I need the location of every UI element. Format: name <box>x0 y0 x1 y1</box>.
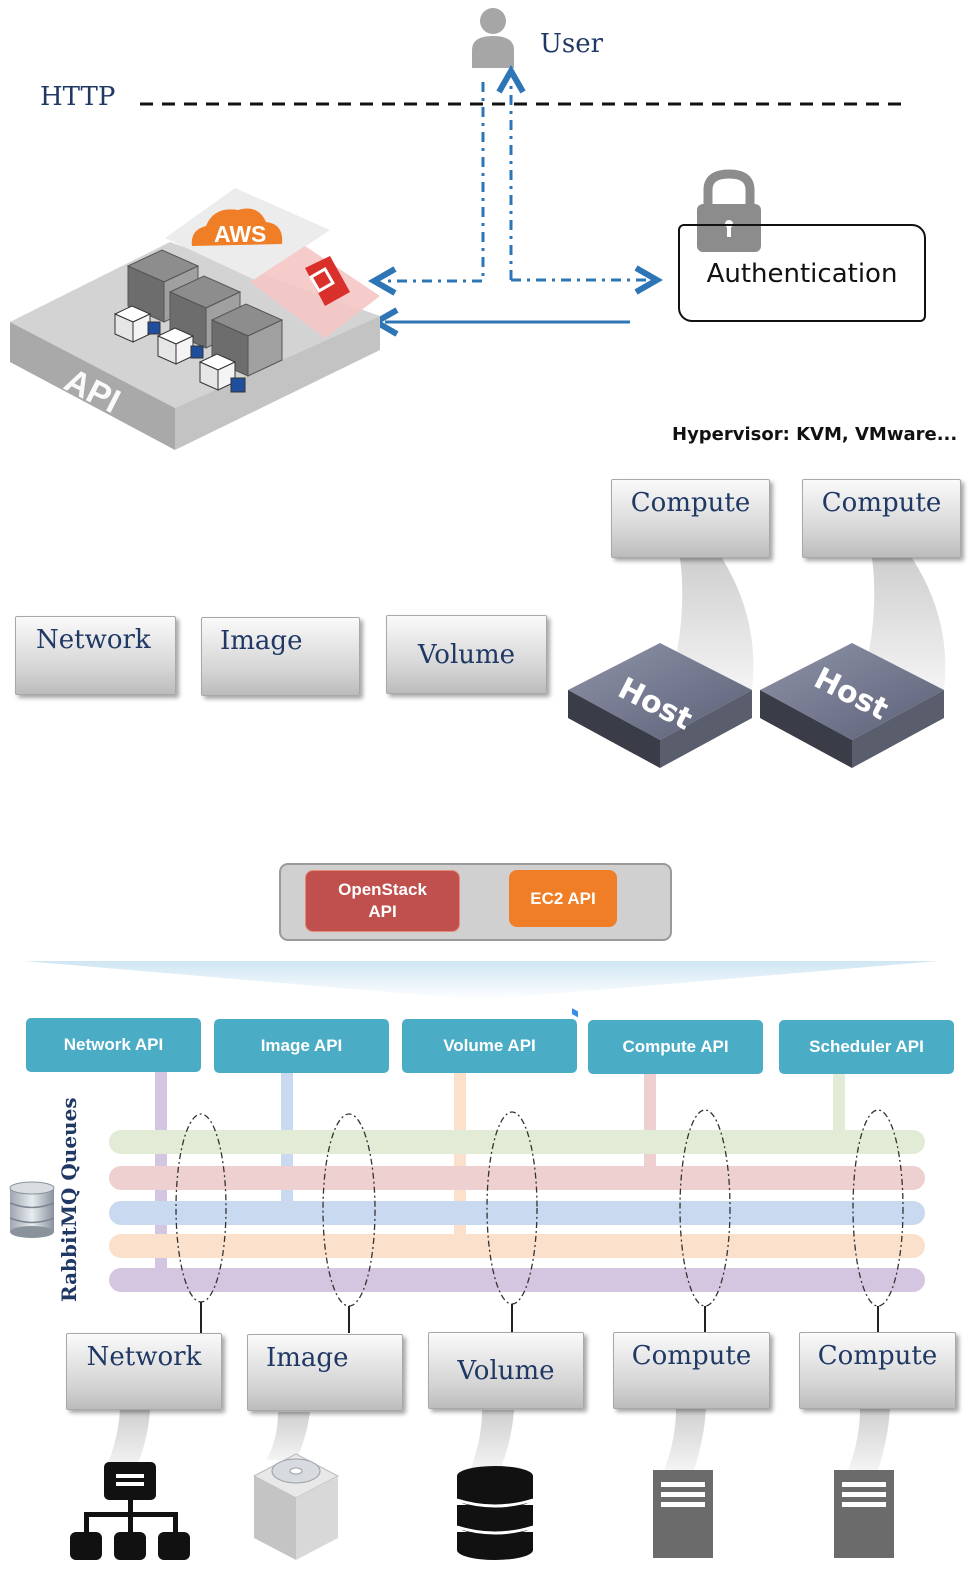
volume-service-box: Volume <box>428 1332 584 1409</box>
user-label: User <box>540 29 604 59</box>
host-server-2 <box>760 643 944 768</box>
api-platform-illustration <box>10 188 380 450</box>
compute-api-button: Compute API <box>588 1020 763 1074</box>
server-tower-icon-1 <box>653 1470 713 1558</box>
hypervisor-label: Hypervisor: KVM, VMware... <box>672 424 958 445</box>
user-icon <box>472 8 514 68</box>
compute-box-label: Compute <box>821 488 942 518</box>
compute-box-1: Compute <box>611 479 770 558</box>
service-icon-stems <box>106 1408 890 1470</box>
lock-icon <box>697 169 761 252</box>
http-label: HTTP <box>40 82 116 112</box>
network-service-box: Network <box>66 1333 222 1410</box>
image-box: Image <box>201 617 360 696</box>
request-flow-arrows <box>383 80 648 281</box>
compute-box-label: Compute <box>630 488 751 518</box>
rabbitmq-queues-label: RabbitMQ Queues <box>57 1097 81 1302</box>
image-service-box: Image <box>247 1334 403 1411</box>
authentication-label: Authentication <box>706 259 898 289</box>
network-topology-icon <box>70 1462 190 1560</box>
network-service-label: Network <box>86 1342 202 1372</box>
openstack-api-label: OpenStack API <box>338 880 427 921</box>
volume-box: Volume <box>386 615 547 694</box>
image-service-label: Image <box>266 1343 349 1373</box>
authentication-box: Authentication <box>678 224 926 322</box>
database-icon <box>456 1466 534 1560</box>
compute-host-connectors <box>668 558 946 690</box>
volume-service-label: Volume <box>457 1355 555 1386</box>
compute-service-box-1: Compute <box>613 1332 770 1409</box>
openstack-api-button: OpenStack API <box>305 870 460 932</box>
rabbitmq-queue-bars <box>109 1130 925 1292</box>
network-api-label: Network API <box>63 1035 164 1054</box>
compute-service-box-2: Compute <box>799 1332 956 1409</box>
image-box-label: Image <box>220 626 303 656</box>
scheduler-api-label: Scheduler API <box>809 1037 924 1056</box>
volume-api-button: Volume API <box>402 1019 577 1073</box>
database-stack-icon <box>9 1181 55 1238</box>
disc-image-icon <box>252 1453 340 1560</box>
volume-api-label: Volume API <box>443 1036 536 1055</box>
compute-api-label: Compute API <box>622 1037 729 1056</box>
image-api-label: Image API <box>260 1036 343 1055</box>
api-fan-out-band <box>24 961 938 1000</box>
compute-service-label: Compute <box>817 1341 938 1371</box>
compute-box-2: Compute <box>802 479 961 558</box>
ec2-api-label: EC2 API <box>530 888 596 908</box>
network-box-label: Network <box>36 625 151 655</box>
aws-label: AWS <box>214 221 266 247</box>
network-api-button: Network API <box>26 1018 201 1072</box>
network-box: Network <box>15 616 176 695</box>
host-server-1 <box>568 643 752 1018</box>
volume-box-label: Volume <box>417 639 516 670</box>
ec2-api-button: EC2 API <box>509 870 617 927</box>
image-api-button: Image API <box>214 1019 389 1073</box>
queue-consumer-connectors <box>200 1302 879 1333</box>
server-tower-icon-2 <box>834 1470 894 1558</box>
scheduler-api-button: Scheduler API <box>779 1020 954 1074</box>
compute-service-label: Compute <box>631 1341 752 1371</box>
